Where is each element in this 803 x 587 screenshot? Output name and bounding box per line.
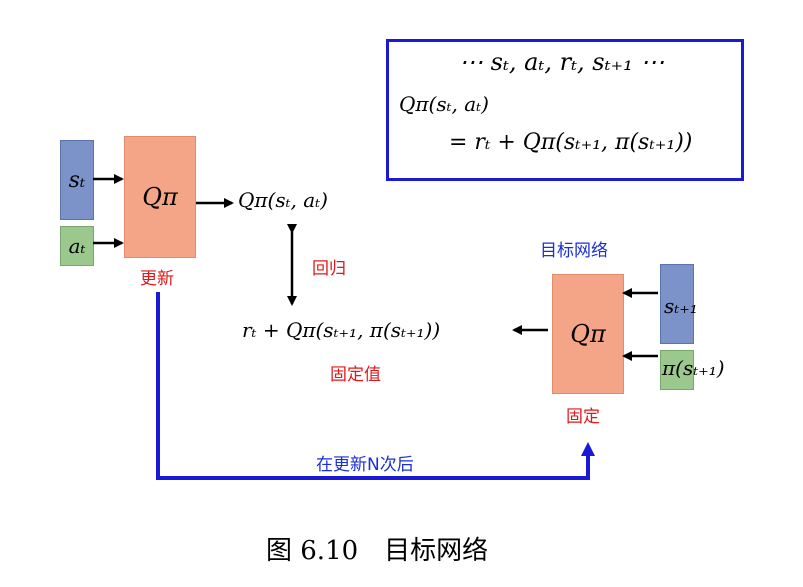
target-expression: rₜ + Qπ(sₜ₊₁, π(sₜ₊₁)) xyxy=(242,318,441,342)
target-network-title: 目标网络 xyxy=(540,241,608,261)
legend-bellman: = rₜ + Qπ(sₜ₊₁, π(sₜ₊₁)) xyxy=(449,130,693,155)
fixed-label: 固定 xyxy=(566,407,600,427)
policy-input-box xyxy=(660,350,694,390)
update-after-n-label: 在更新N次后 xyxy=(316,455,414,475)
next-state-label: sₜ₊₁ xyxy=(664,294,698,318)
input-action-label: aₜ xyxy=(68,234,86,258)
input-state-box: sₜ xyxy=(60,140,94,220)
fixed-value-label: 固定值 xyxy=(330,365,381,385)
policy-input-label: π(sₜ₊₁) xyxy=(662,356,725,380)
legend-box: ⋯ sₜ, aₜ, rₜ, sₜ₊₁ ⋯ Qπ(sₜ, aₜ) = rₜ + Q… xyxy=(386,39,744,181)
next-state-box xyxy=(660,264,694,344)
target-network-box: Qπ xyxy=(552,274,624,394)
q-network-box: Qπ xyxy=(124,136,196,258)
regression-label: 回归 xyxy=(312,259,346,279)
update-label: 更新 xyxy=(140,269,174,289)
input-state-label: sₜ xyxy=(68,167,86,193)
q-network-label: Qπ xyxy=(142,183,178,211)
input-action-box: aₜ xyxy=(60,226,94,266)
target-network-label: Qπ xyxy=(570,320,606,348)
legend-sequence: ⋯ sₜ, aₜ, rₜ, sₜ₊₁ ⋯ xyxy=(459,48,665,76)
q-output-label: Qπ(sₜ, aₜ) xyxy=(238,188,328,212)
legend-q-value: Qπ(sₜ, aₜ) xyxy=(399,92,489,116)
figure-caption: 图 6.10 目标网络 xyxy=(266,536,489,566)
